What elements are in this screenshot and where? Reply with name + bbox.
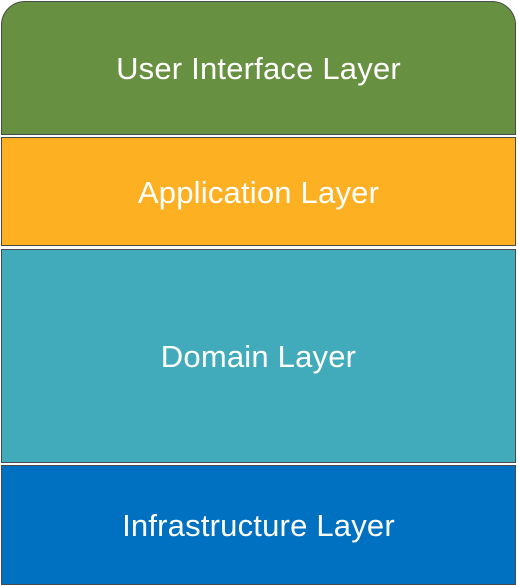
- infrastructure-layer-label: Infrastructure Layer: [122, 508, 395, 543]
- infrastructure-layer-box: Infrastructure Layer: [1, 465, 516, 585]
- application-layer-label: Application Layer: [137, 174, 380, 210]
- domain-layer-box: Domain Layer: [1, 249, 516, 463]
- domain-layer-label: Domain Layer: [160, 339, 357, 374]
- user-interface-layer-box: User Interface Layer: [1, 1, 516, 135]
- application-layer-box: Application Layer: [1, 137, 516, 246]
- user-interface-layer-label: User Interface Layer: [116, 51, 401, 86]
